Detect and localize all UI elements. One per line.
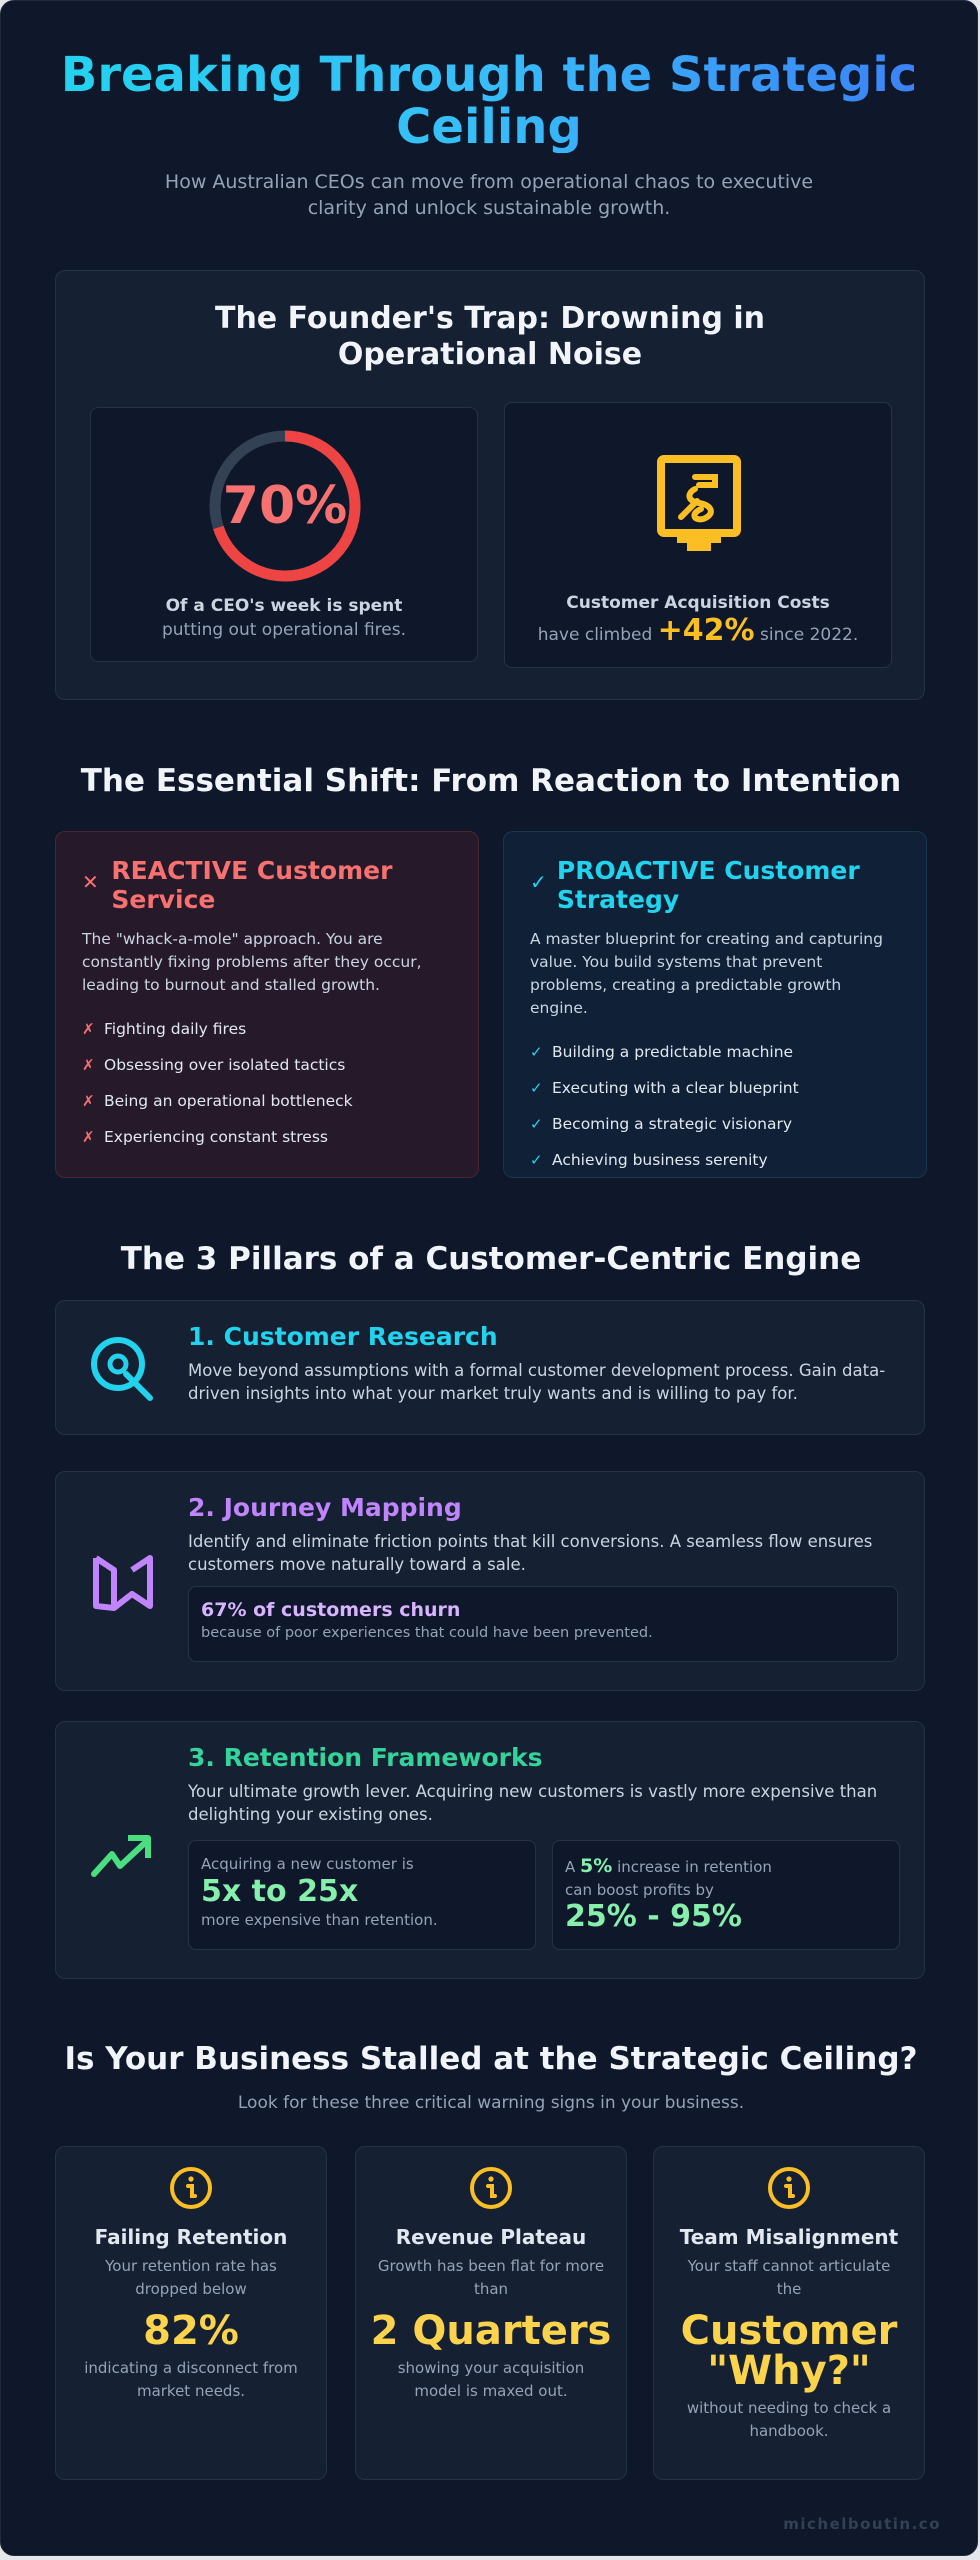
section-title: The Founder's Trap: Drowning in Operatio… xyxy=(214,301,766,372)
list-item: ✗Fighting daily fires xyxy=(82,1020,247,1038)
cac-label: Customer Acquisition Costs xyxy=(566,593,830,613)
hero: Breaking Through the Strategic Ceiling H… xyxy=(1,1,977,221)
warning-title: Revenue Plateau xyxy=(395,2225,587,2249)
list-item: ✓Becoming a strategic visionary xyxy=(530,1115,793,1133)
warning-title: Team Misalignment xyxy=(679,2225,899,2249)
check-mark-icon: ✓ xyxy=(530,1043,543,1061)
info-icon xyxy=(470,2167,512,2209)
cac-post: since 2022. xyxy=(754,625,859,645)
ceo-time-sublabel: putting out operational fires. xyxy=(161,620,407,640)
acquisition-cost-box: Acquiring a new customer is 5x to 25x mo… xyxy=(188,1840,536,1950)
money-bill-icon xyxy=(657,455,741,551)
retention-value: 25% - 95% xyxy=(565,1899,742,1934)
warning-card-revenue: Revenue Plateau Growth has been flat for… xyxy=(355,2146,627,2480)
pillar-journey-mapping: 2. Journey Mapping Identify and eliminat… xyxy=(55,1471,925,1691)
pillar-desc: Identify and eliminate friction points t… xyxy=(188,1532,873,1574)
warning-subtitle: Look for these three critical warning si… xyxy=(237,2093,745,2113)
x-mark-icon: ✗ xyxy=(82,1020,95,1038)
check-mark-icon: ✓ xyxy=(530,1151,543,1169)
pillar-title: 1. Customer Research xyxy=(188,1322,498,1351)
warning-card-retention: Failing Retention Your retention rate ha… xyxy=(55,2146,327,2480)
warning-post: showing your acquisition model is maxed … xyxy=(397,2359,585,2400)
donut-chart-icon xyxy=(209,430,361,582)
check-mark-icon: ✓ xyxy=(530,1079,543,1097)
reactive-desc: The "whack-a-mole" approach. You are con… xyxy=(82,930,422,994)
warning-pre: Your staff cannot articulate the xyxy=(687,2257,891,2298)
proactive-list: ✓Building a predictable machine ✓Executi… xyxy=(530,1034,900,1178)
warning-value: 2 Quarters xyxy=(370,2308,612,2354)
reactive-list: ✗Fighting daily fires ✗Obsessing over is… xyxy=(82,1011,452,1155)
retention-highlight: 5% xyxy=(580,1855,613,1877)
retention-line2: can boost profits by xyxy=(565,1881,714,1899)
warning-post: without needing to check a handbook. xyxy=(686,2399,892,2440)
warning-value: 82% xyxy=(143,2308,239,2354)
warning-pre: Growth has been flat for more than xyxy=(377,2257,605,2298)
cac-value: +42% xyxy=(657,613,755,648)
footer-brand: michelboutin.co xyxy=(783,2515,941,2533)
churn-desc: because of poor experiences that could h… xyxy=(201,1625,653,1641)
warning-section-title: Is Your Business Stalled at the Strategi… xyxy=(64,2041,918,2077)
reactive-card: ✕ REACTIVE Customer Service The "whack-a… xyxy=(55,831,479,1178)
list-item: ✓Executing with a clear blueprint xyxy=(530,1079,799,1097)
churn-stat: 67% of customers churn xyxy=(201,1599,461,1621)
ceo-time-label: Of a CEO's week is spent xyxy=(165,596,403,616)
pillars-section-title: The 3 Pillars of a Customer-Centric Engi… xyxy=(120,1241,862,1277)
list-item: ✓Building a predictable machine xyxy=(530,1043,794,1061)
founders-trap-section: The Founder's Trap: Drowning in Operatio… xyxy=(55,270,925,700)
x-mark-icon: ✗ xyxy=(82,1128,95,1146)
x-mark-icon: ✗ xyxy=(82,1092,95,1110)
pillar-title: 2. Journey Mapping xyxy=(188,1493,462,1522)
churn-callout: 67% of customers churn because of poor e… xyxy=(188,1586,898,1662)
cac-pre: have climbed xyxy=(537,625,658,645)
warning-card-team: Team Misalignment Your staff cannot arti… xyxy=(653,2146,925,2480)
info-icon xyxy=(170,2167,212,2209)
page-title: Breaking Through the Strategic Ceiling xyxy=(60,47,918,155)
list-item: ✗Obsessing over isolated tactics xyxy=(82,1056,346,1074)
acq-value: 5x to 25x xyxy=(201,1874,359,1909)
info-icon xyxy=(768,2167,810,2209)
warning-post: indicating a disconnect from market need… xyxy=(84,2359,298,2400)
reactive-title: REACTIVE Customer Service xyxy=(111,856,393,914)
cac-stat-card: Customer Acquisition Costs have climbed … xyxy=(504,402,892,668)
x-icon: ✕ xyxy=(82,870,99,894)
shift-section-title: The Essential Shift: From Reaction to In… xyxy=(80,763,902,799)
warning-value: Customer "Why?" xyxy=(680,2308,898,2394)
pillar-customer-research: 1. Customer Research Move beyond assumpt… xyxy=(55,1300,925,1435)
acq-pre: Acquiring a new customer is xyxy=(201,1855,414,1873)
retention-profit-box: A 5% increase in retention can boost pro… xyxy=(552,1840,900,1950)
trending-up-icon xyxy=(91,1835,151,1877)
warning-pre: Your retention rate has dropped below xyxy=(105,2257,277,2298)
check-icon: ✓ xyxy=(530,870,547,894)
pillar-desc: Move beyond assumptions with a formal cu… xyxy=(188,1361,886,1403)
proactive-title: PROACTIVE Customer Strategy xyxy=(556,856,860,914)
pillar-title: 3. Retention Frameworks xyxy=(188,1743,543,1772)
page-subtitle: How Australian CEOs can move from operat… xyxy=(164,171,814,219)
pillar-retention-frameworks: 3. Retention Frameworks Your ultimate gr… xyxy=(55,1721,925,1979)
ceo-time-stat-card: 70% Of a CEO's week is spent putting out… xyxy=(90,407,478,662)
list-item: ✗Being an operational bottleneck xyxy=(82,1092,353,1110)
proactive-desc: A master blueprint for creating and capt… xyxy=(530,930,883,1017)
check-mark-icon: ✓ xyxy=(530,1115,543,1133)
list-item: ✗Experiencing constant stress xyxy=(82,1128,328,1146)
acq-post: more expensive than retention. xyxy=(201,1911,438,1929)
search-icon xyxy=(91,1337,153,1401)
ceo-time-value: 70% xyxy=(222,476,348,536)
cac-sentence: have climbed +42% since 2022. xyxy=(505,613,891,648)
list-item: ✓Achieving business serenity xyxy=(530,1151,768,1169)
pillar-desc: Your ultimate growth lever. Acquiring ne… xyxy=(188,1782,878,1824)
proactive-card: ✓ PROACTIVE Customer Strategy A master b… xyxy=(503,831,927,1178)
x-mark-icon: ✗ xyxy=(82,1056,95,1074)
retention-line1: A 5% increase in retention xyxy=(565,1855,772,1877)
map-icon xyxy=(93,1555,153,1611)
warning-title: Failing Retention xyxy=(94,2225,288,2249)
